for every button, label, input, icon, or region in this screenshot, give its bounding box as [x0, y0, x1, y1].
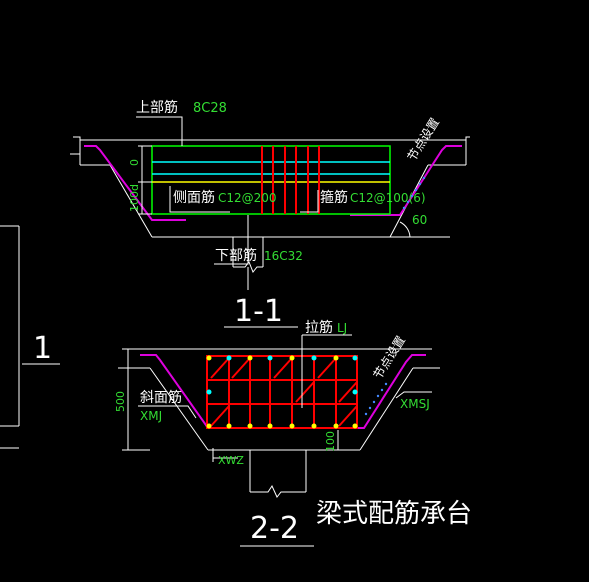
- top-rebar-label: 上部筋: [136, 99, 178, 116]
- bottom-rebar-label: 下部筋: [215, 247, 257, 264]
- dim-bottom: 100: [324, 431, 337, 452]
- stirrups-1: [261, 146, 320, 214]
- node-dots-2: [364, 382, 388, 416]
- tie-spec: LJ: [337, 321, 347, 335]
- stirrup-spec: C12@100(6): [350, 191, 426, 205]
- dim-top: 0: [128, 159, 141, 166]
- dim-side: 100d: [128, 184, 141, 212]
- slope-rebar-1: [84, 145, 462, 221]
- top-bars-1: [152, 161, 390, 175]
- tie-label: 拉筋: [305, 319, 333, 336]
- leaders-2: [138, 334, 432, 419]
- angle-label: 60: [412, 213, 427, 227]
- slope-spec: XMJ: [140, 409, 162, 423]
- xwz-label: XWZ: [218, 454, 244, 467]
- stirrup-grid-2: [206, 355, 358, 429]
- rebar-frame-1: [151, 145, 391, 215]
- slope-label: 斜面筋: [140, 389, 182, 406]
- top-rebar-spec: 8C28: [193, 101, 227, 116]
- section-2-title: 2-2: [250, 511, 299, 546]
- side-rebar-spec: C12@200: [218, 191, 277, 205]
- drawing-caption: 梁式配筋承台: [316, 499, 472, 529]
- cap-outline-2: [118, 348, 440, 498]
- stirrup-label: 箍筋: [320, 189, 348, 206]
- node-label-2: 节点设置: [371, 333, 408, 381]
- bottom-rebar-spec: 16C32: [264, 249, 303, 263]
- rebar-dots-2: [206, 355, 358, 429]
- dim-height: 500: [114, 391, 127, 412]
- node-dots-1: [402, 176, 426, 210]
- side-rebar-label: 侧面筋: [173, 189, 215, 206]
- side-marker-label: 1: [33, 331, 52, 366]
- section-1-title: 1-1: [234, 294, 283, 329]
- side-marker: 1: [0, 225, 60, 449]
- cap-outline-1: [70, 136, 470, 290]
- section-1-1: 上部筋 8C28 侧面筋 C12@200 箍筋 C12@100(6) 下部筋 1…: [70, 99, 470, 329]
- leaders-1: [136, 116, 319, 265]
- xmsj-label: XMSJ: [400, 397, 430, 411]
- dimension-1: [138, 145, 152, 215]
